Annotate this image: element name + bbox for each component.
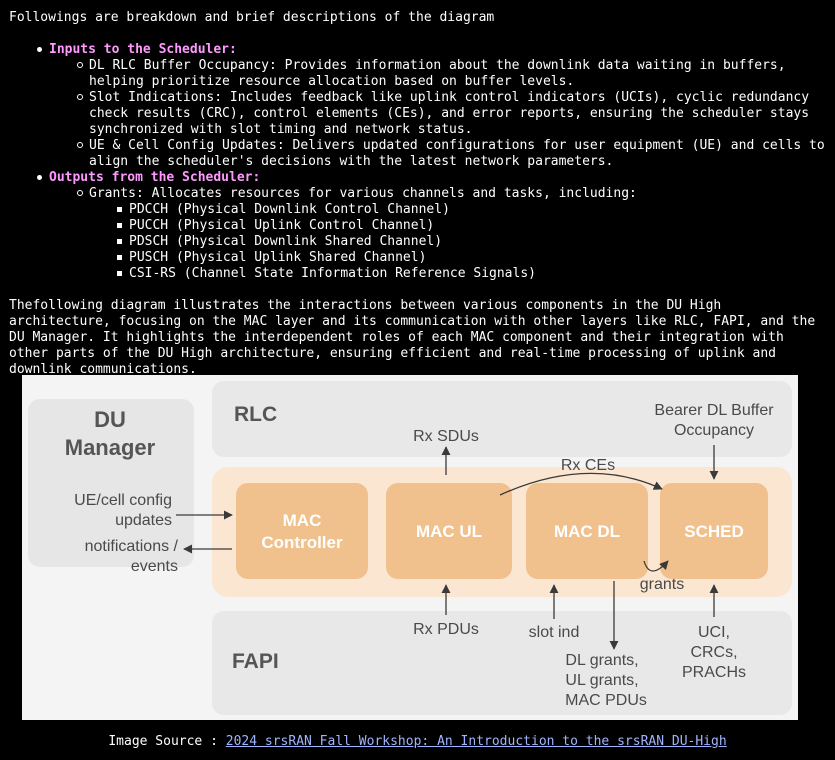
dl-outputs-label-2: UL grants,	[565, 672, 638, 689]
sched-label: SCHED	[684, 522, 744, 541]
du-high-diagram: DU Manager RLC FAPI MAC Controller MAC U…	[22, 375, 798, 720]
notifications-label-2: events	[131, 558, 178, 575]
rx-ces-arrow	[499, 472, 663, 496]
grants-label: grants	[640, 576, 684, 593]
diagram-svg: DU Manager RLC FAPI MAC Controller MAC U…	[22, 375, 798, 720]
list-item: Grants: Allocates resources for various …	[76, 186, 826, 282]
dl-outputs-label-1: DL grants,	[565, 652, 638, 669]
channel-item: CSI-RS (Channel State Information Refere…	[116, 266, 826, 282]
outputs-heading: Outputs from the Scheduler:	[49, 170, 261, 185]
sched-box	[660, 483, 768, 579]
list-item: UE & Cell Config Updates: Delivers updat…	[76, 138, 826, 170]
uci-label-2: CRCs,	[690, 644, 737, 661]
channel-item: PUCCH (Physical Uplink Control Channel)	[116, 218, 826, 234]
image-caption: Image Source : 2024 srsRAN Fall Workshop…	[0, 734, 835, 750]
list-item-outputs: Outputs from the Scheduler: Grants: Allo…	[36, 170, 826, 282]
ue-cell-config-label-2: updates	[115, 512, 172, 529]
ue-cell-config-label-1: UE/cell config	[74, 492, 172, 509]
slot-ind-label: slot ind	[529, 624, 580, 641]
rx-ces-label: Rx CEs	[561, 457, 615, 474]
outputs-sublist: Grants: Allocates resources for various …	[49, 186, 826, 282]
uci-label-1: UCI,	[698, 624, 730, 641]
rlc-label: RLC	[234, 403, 277, 426]
fapi-panel	[212, 611, 792, 715]
du-manager-label-2: Manager	[65, 435, 156, 460]
bearer-dl-label-2: Occupancy	[674, 422, 754, 439]
channels-sublist: PDCCH (Physical Downlink Control Channel…	[89, 202, 826, 282]
du-manager-label-1: DU	[94, 407, 126, 432]
grants-text: Grants: Allocates resources for various …	[89, 186, 637, 201]
scheduler-list: Inputs to the Scheduler: DL RLC Buffer O…	[36, 42, 826, 282]
rx-pdus-label: Rx PDUs	[413, 621, 479, 638]
mac-dl-label: MAC DL	[554, 522, 620, 541]
inputs-sublist: DL RLC Buffer Occupancy: Provides inform…	[49, 58, 826, 170]
dl-outputs-label-3: MAC PDUs	[565, 692, 647, 709]
grants-arrow	[643, 560, 669, 572]
intro-text: Followings are breakdown and brief descr…	[9, 10, 495, 25]
channel-item: PUSCH (Physical Uplink Shared Channel)	[116, 250, 826, 266]
mac-ul-label: MAC UL	[416, 522, 482, 541]
rlc-panel	[212, 381, 792, 457]
mac-controller-label-1: MAC	[283, 511, 322, 530]
list-item-inputs: Inputs to the Scheduler: DL RLC Buffer O…	[36, 42, 826, 170]
channel-item: PDSCH (Physical Downlink Shared Channel)	[116, 234, 826, 250]
list-item: DL RLC Buffer Occupancy: Provides inform…	[76, 58, 826, 90]
uci-label-3: PRACHs	[682, 664, 746, 681]
mac-controller-label-2: Controller	[261, 533, 343, 552]
mac-dl-box	[526, 483, 648, 579]
rx-sdus-label: Rx SDUs	[413, 428, 479, 445]
channel-item: PDCCH (Physical Downlink Control Channel…	[116, 202, 826, 218]
fapi-label: FAPI	[232, 650, 279, 673]
caption-prefix: Image Source :	[108, 734, 226, 749]
notifications-label-1: notifications /	[85, 538, 179, 555]
inputs-heading: Inputs to the Scheduler:	[49, 42, 237, 57]
list-item: Slot Indications: Includes feedback like…	[76, 90, 826, 138]
description-paragraph: Thefollowing diagram illustrates the int…	[9, 298, 816, 377]
bearer-dl-label-1: Bearer DL Buffer	[654, 402, 774, 419]
source-link[interactable]: 2024 srsRAN Fall Workshop: An Introducti…	[225, 734, 727, 749]
mac-ul-box	[386, 483, 512, 579]
du-manager-panel	[28, 399, 194, 567]
mac-controller-box	[236, 483, 368, 579]
